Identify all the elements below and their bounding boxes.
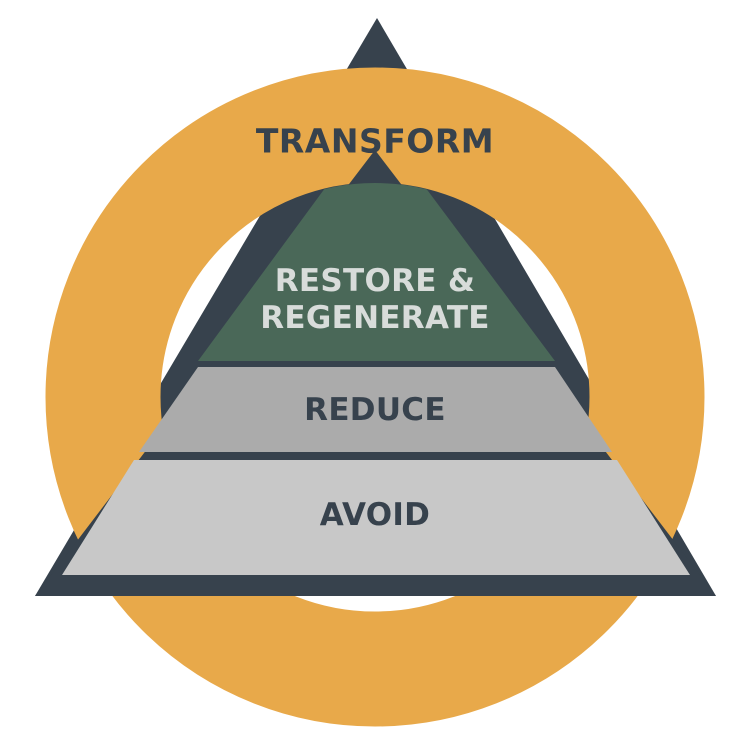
- label-reduce: REDUCE: [304, 392, 446, 428]
- transform-ring: [45, 67, 705, 727]
- tier-restore-regenerate: [198, 183, 555, 361]
- label-regenerate: REGENERATE: [260, 300, 490, 336]
- label-transform: TRANSFORM: [256, 122, 494, 161]
- label-avoid: AVOID: [320, 497, 430, 533]
- tier-avoid: [62, 460, 690, 575]
- label-restore: RESTORE &: [275, 263, 475, 299]
- tier-reduce: [139, 367, 612, 452]
